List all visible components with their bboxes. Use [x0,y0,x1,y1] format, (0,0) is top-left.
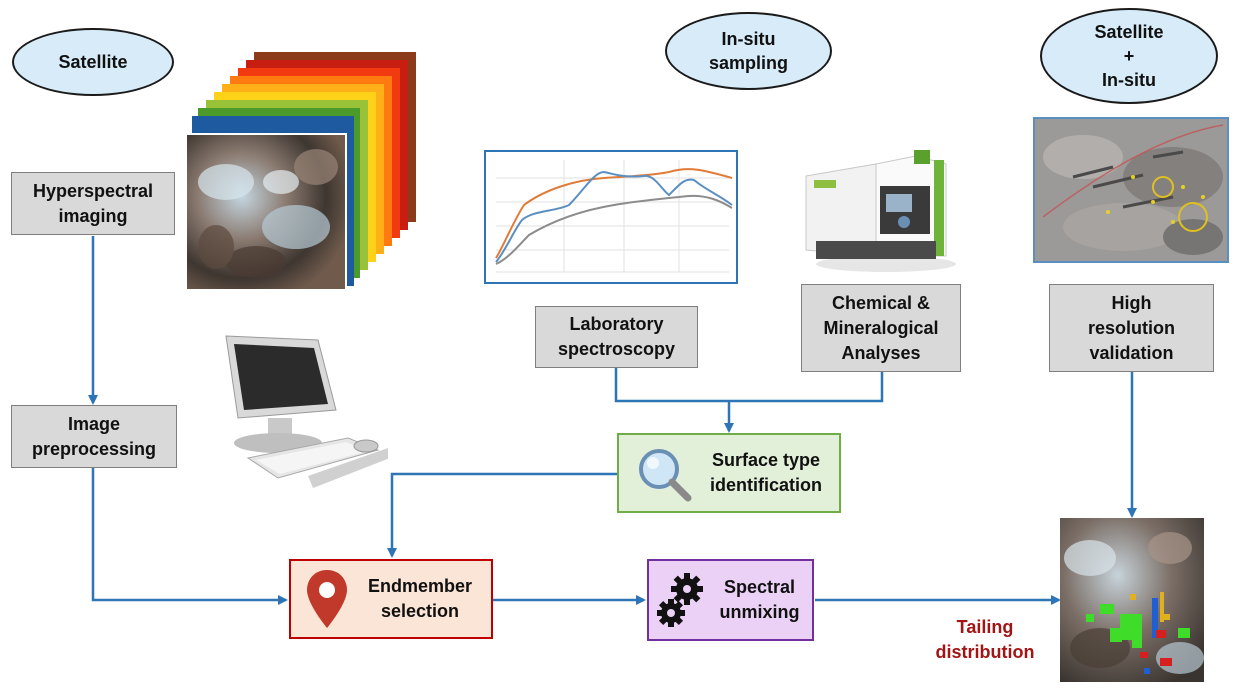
box-chemical-mineralogical-analyses: Chemical & Mineralogical Analyses [801,284,961,372]
box-image-preprocessing: Image preprocessing [11,405,177,468]
box-high-resolution-validation: High resolution validation [1049,284,1214,372]
box-laboratory-spectroscopy: Laboratory spectroscopy [535,306,698,368]
tailing-distribution-map [1060,518,1204,682]
oval-satellite: Satellite [12,28,174,96]
arrow-surface-to-endmember [387,472,617,558]
magnifier-icon [639,449,692,502]
spectra-plot-image [484,150,738,284]
tailing-distribution-label: Tailing distribution [935,617,1035,662]
box-hyperspectral-imaging: Hyperspectral imaging [11,172,175,235]
arrow-preprocessing-to-endmember [91,468,288,605]
line-lab-join [614,368,884,403]
spectrum-orange [495,168,733,259]
surface-type-label: Surface type identification [710,450,822,495]
box-endmember-selection: Endmember selection [289,559,493,639]
map-pin-icon [307,570,347,628]
validation-satellite-image [1033,117,1229,263]
gears-icon [657,573,703,627]
endmember-label: Endmember selection [367,576,473,621]
box-spectral-unmixing: Spectral unmixing [647,559,814,641]
spectrum-blue [495,170,733,263]
box-surface-type-identification: Surface type identification [617,433,841,513]
hyperspectral-cube-image [186,52,416,291]
oval-insitu-sampling: In-situ sampling [665,12,832,90]
computer-icon [225,335,388,488]
spectrometer-icon [805,150,956,272]
unmixing-label: Spectral unmixing [719,577,800,622]
spectrum-gray [495,194,733,265]
oval-satellite-insitu: Satellite + In-situ [1040,8,1218,104]
